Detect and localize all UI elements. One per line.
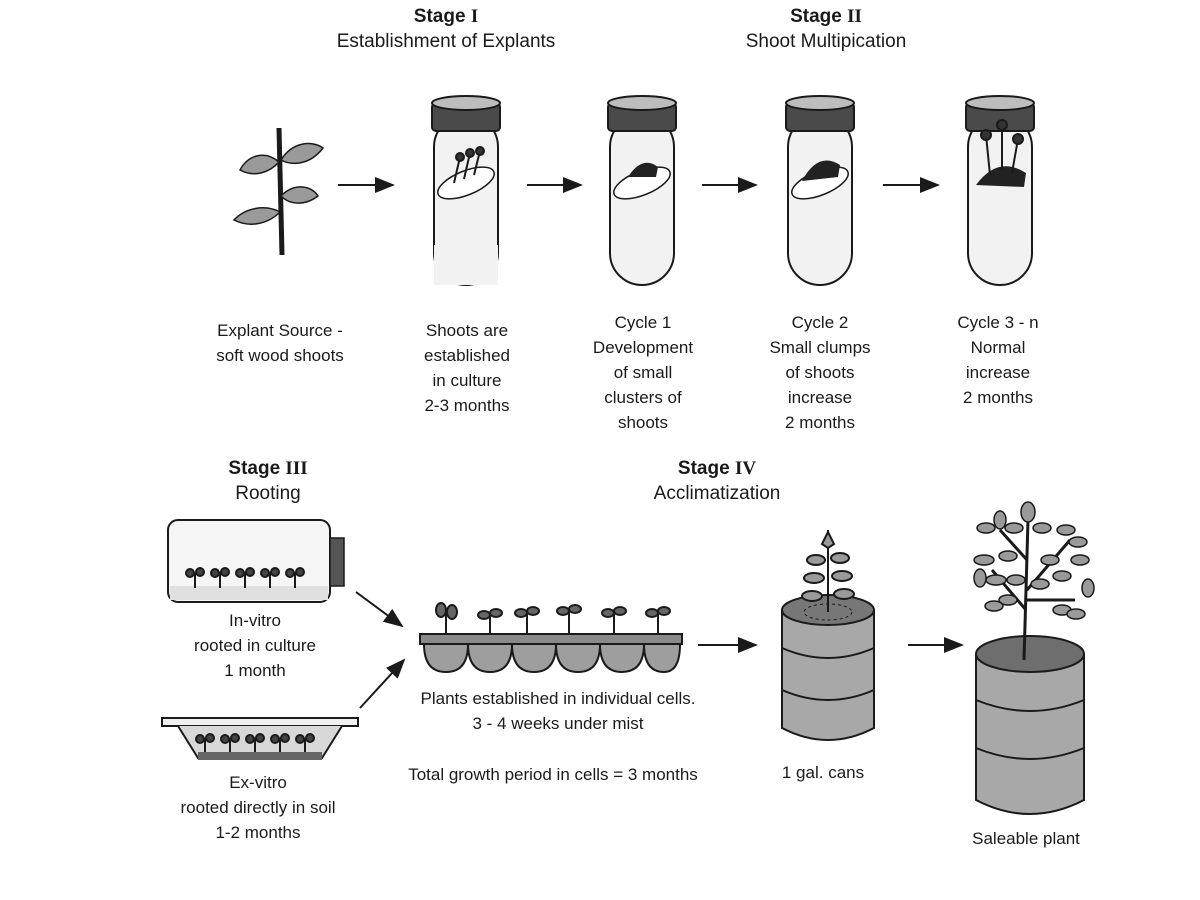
rooting-flow-arrows bbox=[355, 591, 964, 709]
stage-3-numeral: III bbox=[285, 458, 308, 479]
gallon-cans-label: 1 gal. cans bbox=[781, 763, 865, 782]
gallon-can-icon bbox=[781, 529, 875, 741]
stage-2-word: Stage bbox=[790, 6, 842, 27]
cell-tray-icon bbox=[419, 602, 683, 674]
stage-1-word: Stage bbox=[413, 6, 466, 27]
culture-tube-icon bbox=[785, 95, 855, 286]
stage-3-title: Rooting bbox=[235, 483, 301, 504]
stage-3-heading: Stage III Rooting bbox=[228, 456, 307, 506]
stage-4-word: Stage bbox=[677, 458, 730, 479]
stage-4-title: Acclimatization bbox=[653, 483, 781, 504]
culture-tube-icon bbox=[607, 95, 677, 286]
saleable-plant-icon bbox=[973, 501, 1095, 815]
stage-2-numeral: II bbox=[847, 6, 862, 27]
culture-tube-icon bbox=[431, 95, 501, 286]
saleable-plant-label: Saleable plant bbox=[972, 829, 1080, 848]
stage-1-numeral: I bbox=[470, 6, 479, 27]
stage-1-title: Establishment of Explants bbox=[336, 31, 556, 52]
stage-3-word: Stage bbox=[228, 458, 281, 479]
stage-4-heading: Stage IV Acclimatization bbox=[654, 456, 781, 506]
stage-2-heading: Stage II Shoot Multipication bbox=[746, 4, 907, 54]
in-vitro-container-icon bbox=[167, 519, 345, 603]
stage-4-numeral: IV bbox=[734, 458, 757, 479]
explant-twig-icon bbox=[232, 127, 325, 256]
cells-label: Plants established in individual cells.3… bbox=[420, 689, 696, 733]
culture-tube-icon bbox=[965, 95, 1035, 286]
explant-source-label: Explant Source -soft wood shoots bbox=[216, 321, 344, 365]
total-growth-label: Total growth period in cells = 3 months bbox=[408, 765, 698, 784]
stage-2-title: Shoot Multipication bbox=[745, 31, 907, 52]
ex-vitro-tray-icon bbox=[161, 717, 359, 760]
stage-1-heading: Stage I Establishment of Explants bbox=[337, 4, 556, 54]
